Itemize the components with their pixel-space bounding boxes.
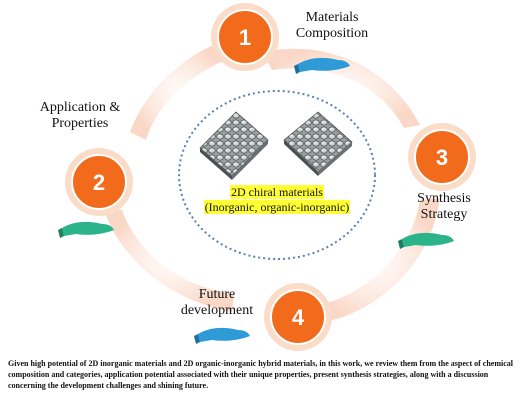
center-label-line2: (Inorganic, organic-inorganic)	[203, 200, 351, 214]
center-dotted-ellipse	[178, 90, 376, 260]
hand-icon-step-3	[398, 232, 454, 249]
material-sheet-left	[199, 111, 269, 180]
step-1: 1	[211, 3, 279, 71]
diagram-canvas: 1 2 3 4	[58, 3, 476, 351]
step-4-number: 4	[292, 305, 305, 330]
step-4: 4	[264, 283, 332, 351]
step-3: 3	[408, 123, 476, 191]
step-3-label-line2: Strategy	[420, 207, 468, 223]
step-2-label-line2: Properties	[51, 116, 109, 132]
figure-caption: Given high potential of 2D inorganic mat…	[8, 359, 513, 390]
step-1-label-line2: Composition	[295, 26, 369, 42]
step-3-label-line1: Synthesis	[417, 191, 471, 206]
center-label: 2D chiral materials (Inorganic, organic-…	[188, 185, 366, 215]
step-3-number: 3	[436, 145, 448, 170]
step-4-circle	[270, 289, 326, 345]
step-1-circle	[217, 9, 273, 65]
step-3-circle	[414, 129, 470, 185]
step-2-label: Application & Properties	[20, 100, 140, 132]
step-2-circle	[71, 154, 127, 210]
swirl-arrows	[104, 42, 440, 324]
swirl-arrow-4-to-2	[104, 210, 234, 312]
hand-icon-step-2	[58, 221, 114, 238]
center-label-line1: 2D chiral materials	[230, 185, 324, 199]
swirl-arrow-2-to-1	[130, 42, 226, 140]
step-1-label-line1: Materials	[305, 10, 359, 25]
step-1-number: 1	[239, 25, 251, 50]
hand-icon-step-4	[194, 327, 250, 344]
step-4-label: Future development	[162, 287, 272, 319]
step-3-label: Synthesis Strategy	[394, 191, 494, 223]
material-sheet-right	[283, 111, 353, 176]
step-4-label-line1: Future	[198, 287, 236, 302]
hand-icon-step-1	[294, 57, 350, 74]
step-2-label-line1: Application &	[39, 100, 121, 115]
step-2-number: 2	[93, 170, 105, 195]
step-4-label-line2: development	[180, 303, 254, 319]
step-2: 2	[65, 148, 133, 216]
step-1-label: Materials Composition	[282, 10, 382, 42]
